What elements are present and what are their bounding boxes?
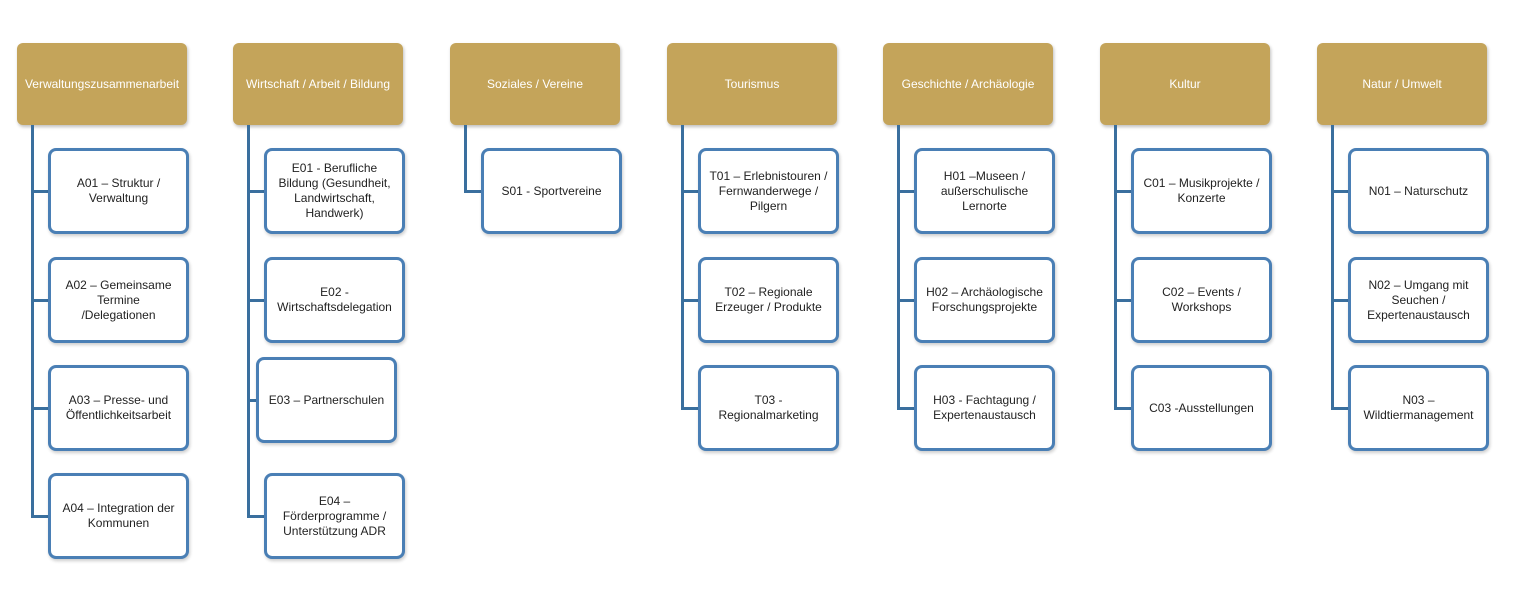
connector-branch: [247, 515, 264, 518]
sub-item-box: E02 - Wirtschaftsdelegation: [264, 257, 405, 343]
connector-vertical: [897, 125, 900, 410]
sub-item-box: A01 – Struktur / Verwaltung: [48, 148, 189, 234]
sub-item-box: A04 – Integration der Kommunen: [48, 473, 189, 559]
sub-item-box: E04 – Förderprogramme / Unterstützung AD…: [264, 473, 405, 559]
sub-item-box: N02 – Umgang mit Seuchen / Expertenausta…: [1348, 257, 1489, 343]
category-header: Tourismus: [667, 43, 837, 125]
sub-item-box: A03 – Presse- und Öffentlichkeitsarbeit: [48, 365, 189, 451]
sub-item-box: C01 – Musikprojekte / Konzerte: [1131, 148, 1272, 234]
sub-item-box: T02 – Regionale Erzeuger / Produkte: [698, 257, 839, 343]
category-header: Geschichte / Archäologie: [883, 43, 1053, 125]
connector-vertical: [1114, 125, 1117, 410]
connector-branch: [247, 399, 256, 402]
sub-item-box: A02 – Gemeinsame Termine /Delegationen: [48, 257, 189, 343]
category-header: Kultur: [1100, 43, 1270, 125]
sub-item-box: S01 - Sportvereine: [481, 148, 622, 234]
connector-branch: [681, 299, 698, 302]
connector-branch: [31, 190, 48, 193]
connector-branch: [247, 299, 264, 302]
connector-branch: [897, 299, 914, 302]
connector-branch: [897, 407, 914, 410]
sub-item-box: C02 – Events / Workshops: [1131, 257, 1272, 343]
connector-branch: [31, 515, 48, 518]
connector-branch: [1114, 190, 1131, 193]
connector-branch: [681, 407, 698, 410]
connector-vertical: [247, 125, 250, 518]
sub-item-box: H01 –Museen / außerschulische Lernorte: [914, 148, 1055, 234]
sub-item-box: N03 – Wildtiermanagement: [1348, 365, 1489, 451]
connector-branch: [31, 299, 48, 302]
connector-branch: [31, 407, 48, 410]
connector-branch: [681, 190, 698, 193]
sub-item-box: E01 - Berufliche Bildung (Gesundheit, La…: [264, 148, 405, 234]
connector-branch: [1331, 407, 1348, 410]
sub-item-box: N01 – Naturschutz: [1348, 148, 1489, 234]
category-header: Wirtschaft / Arbeit / Bildung: [233, 43, 403, 125]
category-header: Soziales / Vereine: [450, 43, 620, 125]
sub-item-box: C03 -Ausstellungen: [1131, 365, 1272, 451]
sub-item-box: H03 - Fachtagung / Expertenaustausch: [914, 365, 1055, 451]
category-header: Verwaltungszusammenarbeit: [17, 43, 187, 125]
connector-branch: [1114, 299, 1131, 302]
connector-branch: [1114, 407, 1131, 410]
connector-vertical: [464, 125, 467, 193]
connector-branch: [1331, 299, 1348, 302]
connector-branch: [1331, 190, 1348, 193]
sub-item-box: T01 – Erlebnistouren / Fernwanderwege / …: [698, 148, 839, 234]
sub-item-box: T03 - Regionalmarketing: [698, 365, 839, 451]
connector-branch: [247, 190, 264, 193]
connector-branch: [897, 190, 914, 193]
sub-item-box: E03 – Partnerschulen: [256, 357, 397, 443]
connector-vertical: [1331, 125, 1334, 410]
connector-vertical: [681, 125, 684, 410]
sub-item-box: H02 – Archäologische Forschungsprojekte: [914, 257, 1055, 343]
connector-vertical: [31, 125, 34, 518]
connector-branch: [464, 190, 481, 193]
category-header: Natur / Umwelt: [1317, 43, 1487, 125]
